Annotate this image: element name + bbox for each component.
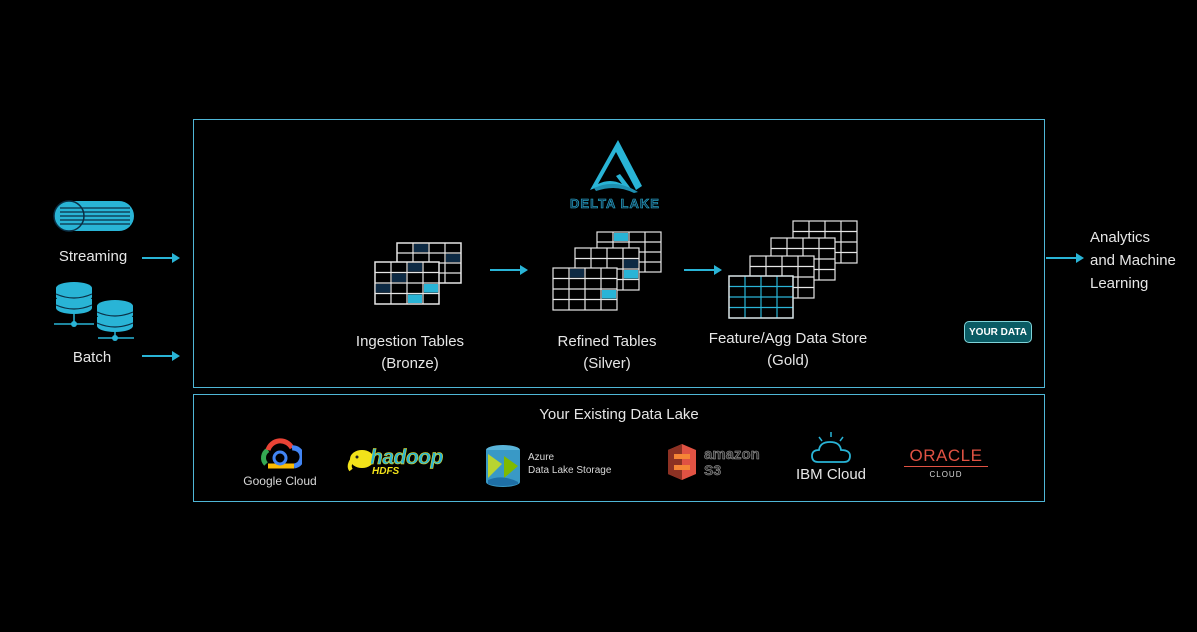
oracle-divider [904,466,988,467]
oracle-cloud-logo: ORACLE CLOUD [896,446,996,482]
oracle-sub: CLOUD [929,470,963,479]
google-cloud-logo: Google Cloud [238,438,322,490]
amazon-sub: S3 [704,462,722,479]
analytics-line2: and Machine [1090,252,1176,269]
stage-bronze-tier: (Bronze) [381,355,439,372]
google-cloud-name: Google Cloud [243,474,317,488]
stage-gold-tier: (Gold) [767,352,809,369]
silver-to-gold-arrow [684,265,722,275]
stage-bronze-label: Ingestion Tables (Bronze) [330,331,490,375]
ibm-cloud-logo: IBM Cloud [786,432,876,484]
analytics-ml-label: Analytics and Machine Learning [1090,226,1190,295]
delta-lake-logo-text: DELTA LAKE [570,196,660,212]
existing-data-lake-title: Your Existing Data Lake [539,406,699,423]
bronze-table-front [374,261,440,305]
silver-tables-icon [552,231,662,311]
stage-gold-title: Feature/Agg Data Store [708,330,868,347]
azure-datalake-icon [486,445,520,487]
ibm-cloud-icon [811,432,851,463]
google-cloud-icon [261,438,302,469]
batch-label: Batch [72,349,112,366]
bronze-to-silver-arrow [490,265,528,275]
batch-arrow [142,351,180,361]
stage-silver-title: Refined Tables [557,333,657,350]
streaming-label: Streaming [58,248,128,265]
hadoop-sub: HDFS [372,466,400,477]
azure-sub: Data Lake Storage [528,465,612,476]
analytics-line1: Analytics [1090,229,1151,246]
ibm-cloud-name: IBM Cloud [795,466,867,483]
your-data-badge: YOUR DATA [964,321,1032,343]
oracle-icon: ORACLE [909,446,983,465]
amazon-s3-icon [668,444,696,480]
existing-data-lake-frame [193,394,1045,502]
stage-silver-tier: (Silver) [583,355,631,372]
stage-bronze-title: Ingestion Tables [355,333,465,350]
hadoop-name: hadoop [370,446,444,470]
delta-lake-logo-icon [590,140,642,193]
analytics-line3: Learning [1090,275,1149,292]
streaming-source: Streaming [50,198,136,270]
gold-tables-icon [728,220,858,319]
azure-name: Azure [528,452,555,463]
azure-datalake-logo: Azure Data Lake Storage [484,444,634,488]
batch-source: Batch [50,280,140,375]
delta-lake-logo: DELTA LAKE [560,138,670,216]
amazon-name: amazon [704,446,760,464]
hadoop-logo: hadoop HDFS [346,446,452,478]
stage-silver-label: Refined Tables (Silver) [527,331,687,375]
streaming-icon [53,200,134,232]
delta-lake-frame [193,119,1045,388]
bronze-tables-icon [374,242,462,305]
amazon-s3-logo: amazon S3 [664,442,774,482]
hadoop-elephant-icon [347,450,374,472]
database-icon [54,282,134,341]
analytics-arrow [1046,253,1084,263]
stage-gold-label: Feature/Agg Data Store (Gold) [688,328,888,372]
streaming-arrow [142,253,180,263]
